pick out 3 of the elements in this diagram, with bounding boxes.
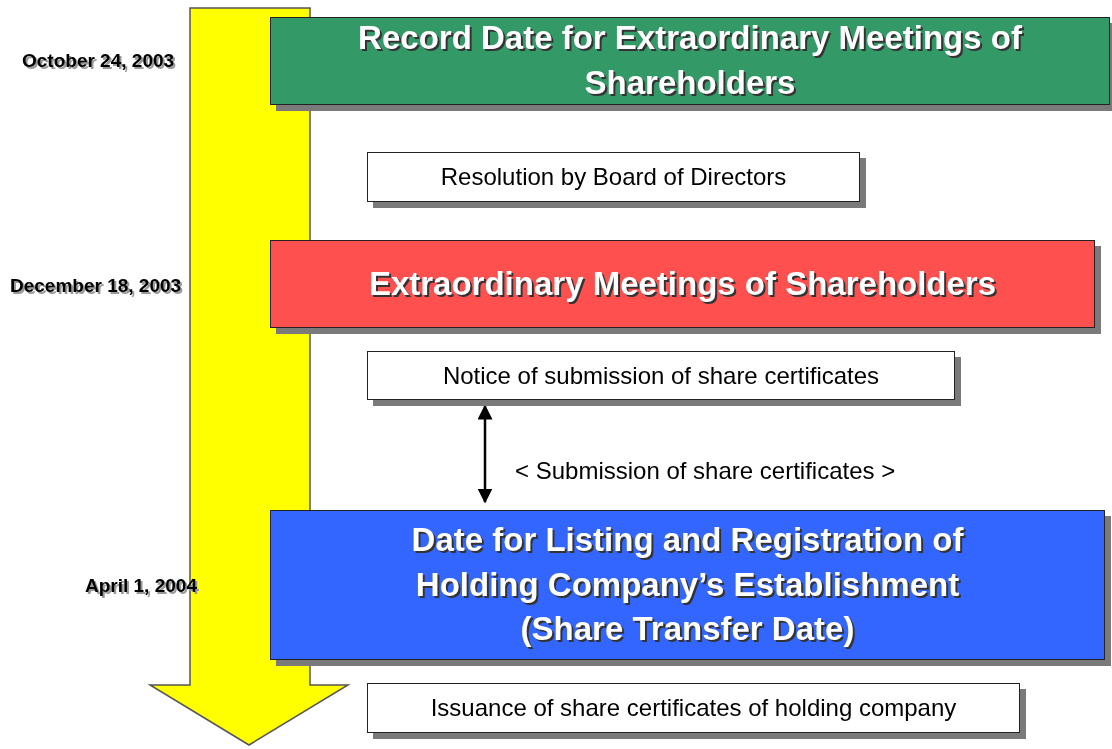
double-arrow	[477, 404, 493, 504]
date-label: December 18, 2003	[10, 275, 182, 297]
date-label: October 24, 2003	[22, 50, 175, 72]
